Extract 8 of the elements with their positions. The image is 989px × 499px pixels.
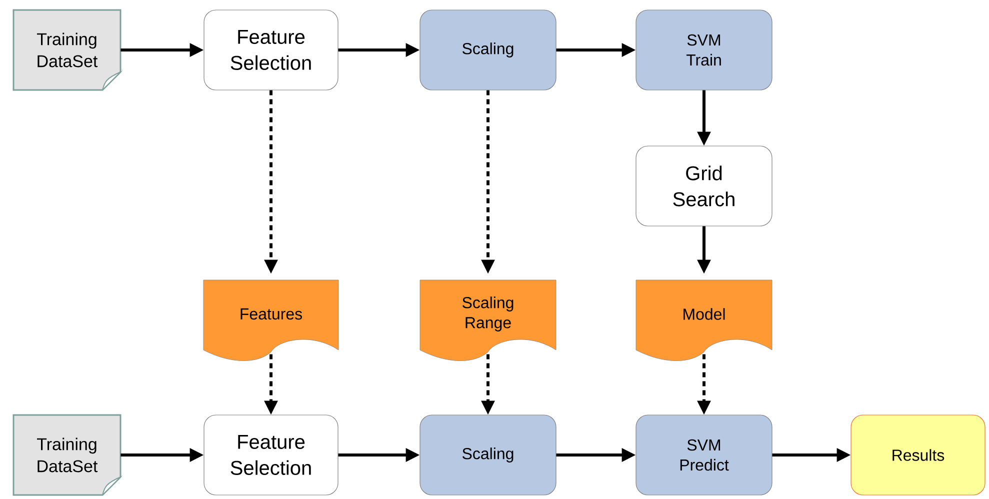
process-box: SVM Train	[636, 10, 772, 90]
process-box: Feature Selection	[204, 10, 338, 90]
process-box: Feature Selection	[204, 414, 338, 496]
result-box: Results	[850, 414, 986, 496]
process-box: Scaling	[420, 10, 556, 90]
process-box: SVM Predict	[636, 414, 772, 496]
process-box: Scaling	[420, 414, 556, 496]
process-box: Grid Search	[636, 146, 772, 226]
